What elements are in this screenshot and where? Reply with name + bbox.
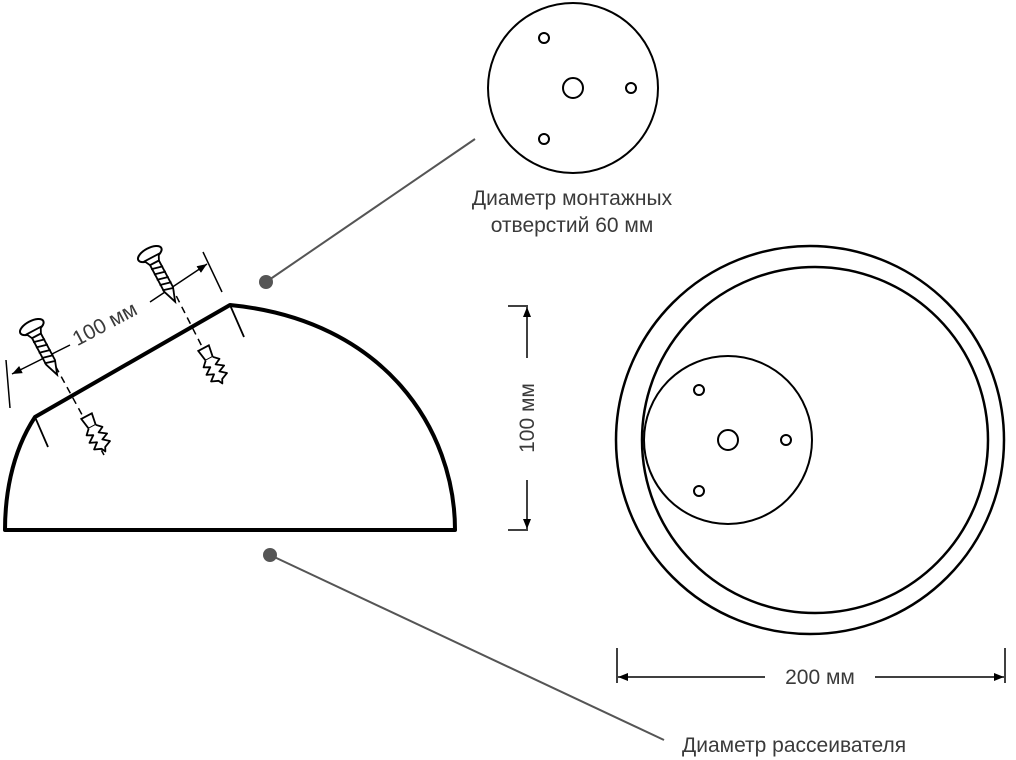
width-dimension: 200 мм	[616, 648, 1006, 689]
screw-axis-line	[43, 344, 105, 456]
diffuser-inner-ring	[640, 265, 990, 615]
lamp-side-profile	[3, 303, 457, 532]
mounting-hole	[780, 434, 792, 446]
center-hole	[562, 77, 584, 99]
diffuser-leader-line	[269, 554, 665, 741]
mounting-hole	[693, 384, 705, 396]
mounting-hole	[538, 133, 550, 145]
center-hole	[717, 429, 739, 451]
screw-icon	[134, 241, 188, 309]
mounting-plate-front-view	[487, 2, 659, 174]
screw-spacing-label: 100 мм	[69, 298, 141, 351]
plate-leader-dot	[259, 275, 273, 289]
diffuser-label: Диаметр рассеивателя	[682, 734, 906, 757]
height-dimension: 100 мм	[508, 305, 539, 531]
mount-holes-label-line1: Диаметр монтажных	[472, 187, 673, 210]
mounting-hole	[625, 82, 637, 94]
mounting-hole	[693, 485, 705, 497]
height-label: 100 мм	[516, 383, 539, 453]
screw-icon	[16, 314, 70, 382]
mounting-hole	[538, 32, 550, 44]
width-label: 200 мм	[785, 666, 855, 689]
plate-leader-line	[265, 138, 476, 283]
lamp-top-view	[614, 244, 1006, 636]
mount-holes-label-line2: отверстий 60 мм	[491, 214, 654, 237]
